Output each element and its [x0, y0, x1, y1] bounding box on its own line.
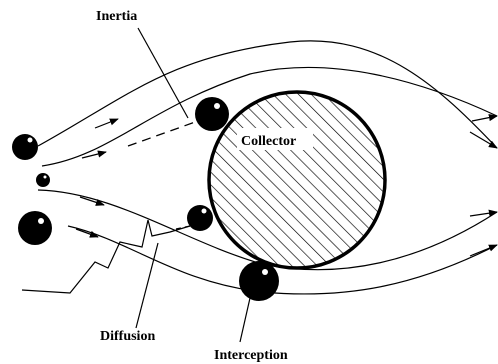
label-interception: Interception — [214, 348, 288, 363]
collector-label-bg — [237, 128, 313, 150]
particle-small-left — [36, 173, 50, 187]
arrow-icon — [469, 131, 498, 149]
arrow-icon — [469, 244, 498, 257]
arrow-icon — [75, 228, 99, 238]
arrow-icon — [469, 209, 498, 217]
arrow-icon — [79, 196, 105, 206]
flow-arrows — [75, 114, 498, 257]
collector-sphere — [207, 90, 387, 270]
particle-interception — [239, 261, 279, 301]
inertia-leader — [137, 27, 189, 119]
streamline-upper — [41, 66, 498, 167]
arrow-icon — [94, 118, 119, 129]
particle-inertia — [195, 97, 229, 131]
label-inertia: Inertia — [96, 9, 137, 24]
arrow-icon — [471, 114, 498, 122]
diffusion-dash — [175, 225, 191, 230]
diffusion-leader — [135, 242, 159, 329]
label-collector: Collector — [241, 134, 296, 149]
particle-large-left-bottom — [18, 211, 52, 245]
arrow-icon — [81, 150, 107, 159]
streamline-top — [37, 40, 498, 149]
label-diffusion: Diffusion — [100, 329, 155, 344]
particles — [12, 97, 279, 301]
inertia-trajectory — [127, 120, 199, 147]
particle-large-left-top — [12, 134, 38, 160]
interception-leader — [239, 297, 251, 343]
leader-lines — [135, 27, 251, 343]
diffusion-path — [21, 219, 191, 294]
particle-diffusion — [187, 205, 213, 231]
